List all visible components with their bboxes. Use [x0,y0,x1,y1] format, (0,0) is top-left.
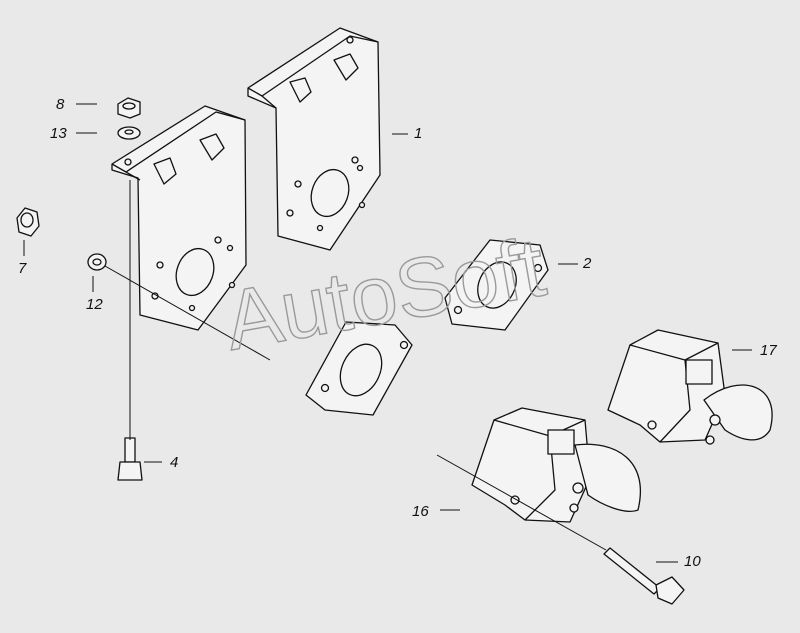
front-bracket [111,105,247,331]
callout-2: 2 [583,255,592,272]
callout-12: 12 [86,296,103,313]
callout-16: 16 [412,503,429,520]
callout-7: 7 [18,260,27,277]
callout-1: 1 [414,125,423,142]
callout-17: 17 [760,342,777,359]
nut-part-8 [117,97,141,119]
callout-8: 8 [56,96,65,113]
leader-lines [23,103,752,563]
callout-13: 13 [50,125,67,142]
bracket-part-1 [247,27,381,251]
gasket-part-2 [444,239,549,331]
bolt-part-4 [117,437,143,481]
bolt-part-10 [603,547,685,605]
socket-housing-16 [471,407,641,523]
gasket-lower [305,321,413,416]
washer-part-13 [117,126,141,140]
socket-housing-17 [607,329,773,445]
callout-4: 4 [170,454,179,471]
callout-10: 10 [684,553,701,570]
flange-nut-part-7 [16,207,40,237]
washer-part-12 [87,253,107,271]
